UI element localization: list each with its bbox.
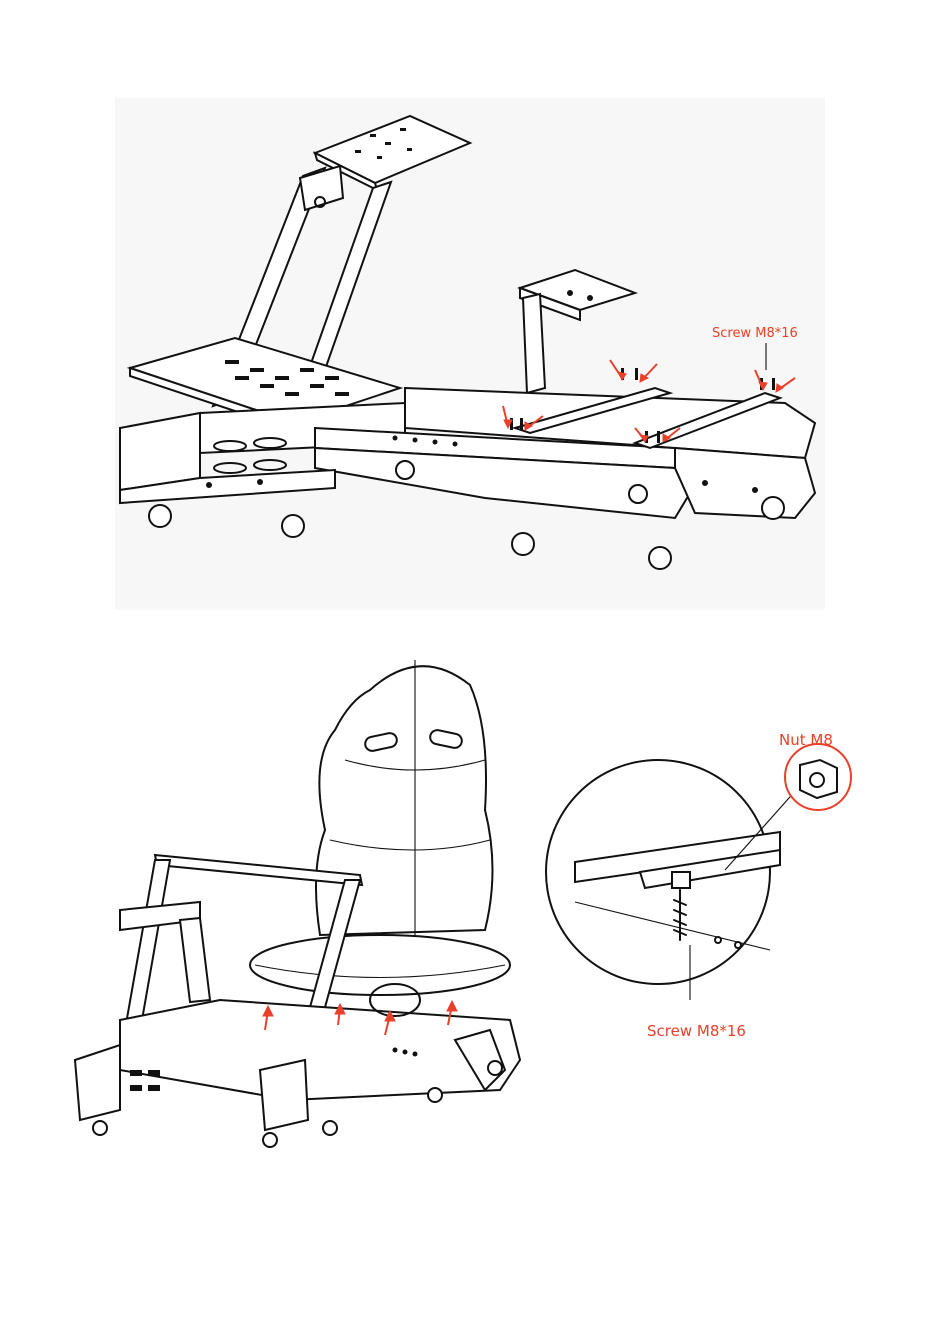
screw-label-bottom: Screw M8*16: [647, 1022, 746, 1040]
racing-seat: [250, 660, 510, 995]
slider-detail-callout: [546, 760, 805, 1000]
top-assembly-illustration: [115, 98, 825, 610]
frame-with-mounting-plates-drawing: [115, 98, 825, 610]
shifter-mount: [520, 270, 635, 393]
seat-installation-drawing: [60, 640, 880, 1180]
nut-callout: [785, 744, 851, 810]
nut-label: Nut M8: [779, 731, 833, 749]
bottom-assembly-illustration: [60, 640, 880, 1180]
screw-label-top: Screw M8*16: [712, 326, 798, 341]
